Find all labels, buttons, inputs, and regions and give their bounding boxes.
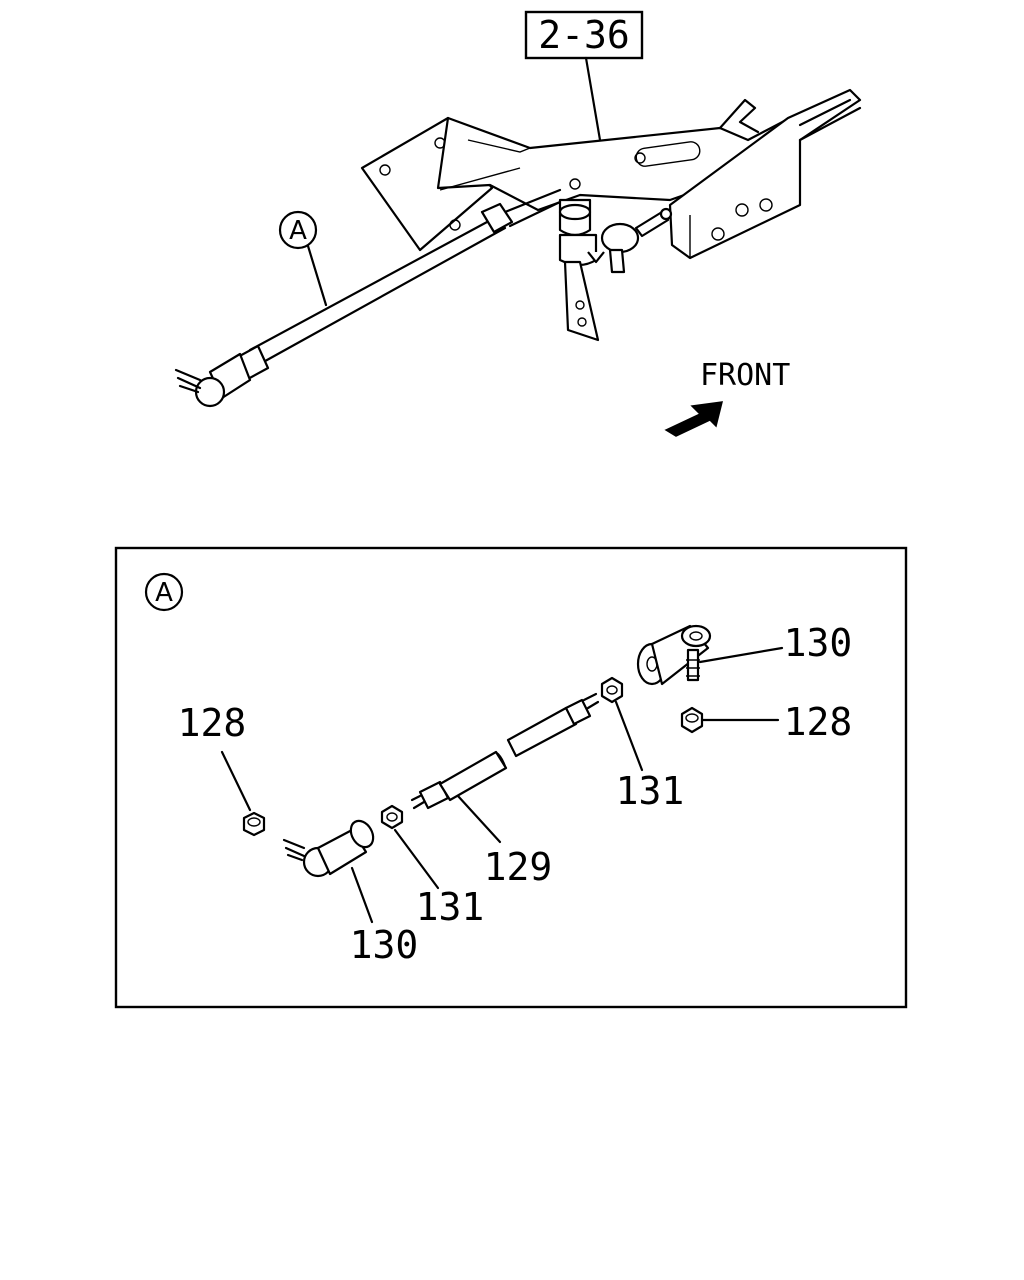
leader-130-left [350, 866, 374, 924]
leader-131-left [393, 828, 440, 890]
callout-130-left: 130 [350, 923, 419, 967]
nut-128-left[interactable] [242, 811, 266, 837]
control-rod-assembly [174, 188, 562, 408]
detail-marker-label: A [289, 216, 307, 246]
detail-box-frame [114, 546, 908, 1009]
front-arrow-icon [664, 401, 723, 437]
mounting-bracket [360, 98, 802, 252]
ball-joint-130-right[interactable] [636, 624, 712, 686]
detail-marker-leader [306, 244, 328, 307]
callout-128-right: 128 [784, 700, 853, 744]
reference-box-label: 2-36 [538, 13, 630, 57]
front-label: FRONT [700, 358, 790, 393]
leader-131-right [614, 700, 644, 772]
nut-128-right[interactable] [680, 706, 704, 734]
leader-128-left [220, 750, 252, 812]
rod-129[interactable] [410, 692, 600, 810]
ball-joint-130-left[interactable] [282, 817, 378, 878]
detail-box-marker: A [144, 572, 184, 612]
frame-rail [668, 88, 862, 260]
callout-128-left: 128 [178, 701, 247, 745]
callout-131-right: 131 [616, 769, 685, 813]
detail-marker-a[interactable]: A [278, 210, 318, 250]
reference-leader-line [584, 56, 602, 142]
reference-box[interactable]: 2-36 [524, 10, 644, 60]
lock-nut-131-right[interactable] [600, 676, 624, 704]
assembly-view: 2-36 [174, 10, 862, 437]
leader-129 [456, 794, 502, 844]
detail-box-a: A 128 130 131 [114, 546, 908, 1009]
callout-129: 129 [484, 845, 553, 889]
callout-131-left: 131 [416, 885, 485, 929]
leader-130-right [698, 646, 784, 664]
svg-text:A: A [155, 578, 173, 608]
callout-130-right: 130 [784, 621, 853, 665]
lock-nut-131-left[interactable] [380, 804, 404, 830]
pivot-joint [558, 198, 673, 342]
